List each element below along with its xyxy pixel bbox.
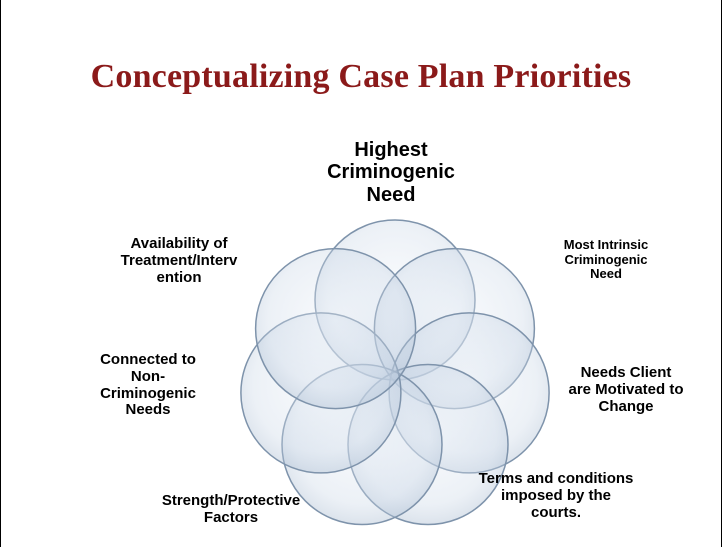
label-highest-criminogenic-need: Highest Criminogenic Need bbox=[327, 139, 455, 206]
circle-upper-left bbox=[254, 247, 417, 410]
slide-title: Conceptualizing Case Plan Priorities bbox=[90, 58, 632, 95]
label-availability-of-treatment: Availability of Treatment/Interv ention bbox=[120, 235, 238, 286]
label-terms-and-conditions: Terms and conditions imposed by the cour… bbox=[478, 470, 634, 521]
label-connected-to-non-criminogenic-needs: Connected to Non- Criminogenic Needs bbox=[100, 351, 196, 419]
label-needs-client-motivated: Needs Client are Motivated to Change bbox=[568, 364, 684, 415]
label-most-intrinsic-need: Most Intrinsic Criminogenic Need bbox=[563, 237, 649, 282]
label-strength-protective-factors: Strength/Protective Factors bbox=[161, 492, 301, 526]
